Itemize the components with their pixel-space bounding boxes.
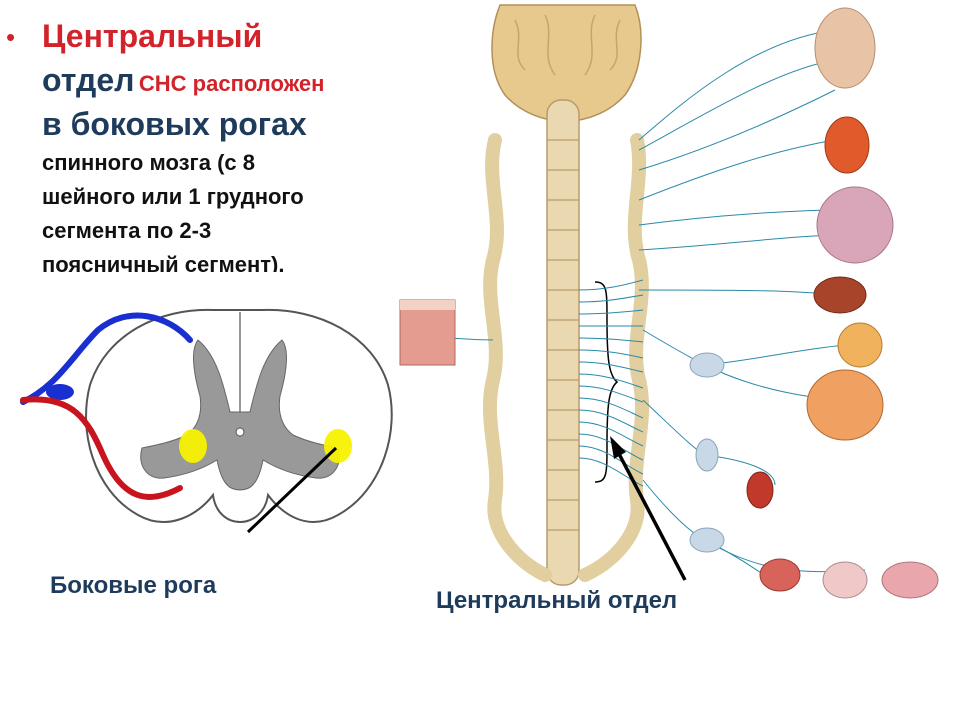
bullet-line-7: поясничный сегмент).	[42, 254, 285, 272]
bullet-line-4: спинного мозга (с 8	[42, 150, 255, 175]
intestine-icon	[806, 369, 884, 441]
head-icon	[814, 7, 876, 89]
celiac-ganglion	[689, 352, 725, 378]
bullet-dot: •	[6, 22, 16, 52]
segment-bracket	[594, 281, 619, 483]
bullet-line-2-red: СНС расположен	[138, 71, 325, 96]
caption-lateral-horns: Боковые рога	[50, 572, 217, 599]
segmental-outflow	[578, 279, 644, 487]
lungs-icon	[816, 186, 894, 264]
stomach-icon	[837, 322, 883, 368]
efferent-nerve-red	[20, 396, 183, 500]
bullet-text: Центральный отдел СНС расположен в боков…	[42, 20, 422, 272]
hypogastric-ganglion	[689, 527, 725, 553]
bullet-line-5: шейного или 1 грудного	[42, 184, 304, 209]
afferent-nerve-blue	[20, 312, 193, 405]
bullet-line-3: в боковых рогах	[42, 106, 307, 142]
caption-central-division: Центральный отдел	[436, 587, 678, 614]
skin-icon	[399, 299, 456, 366]
bullet-line-2-navy: отдел	[42, 62, 135, 98]
spinal-ganglion	[46, 384, 74, 400]
mesenteric-ganglion	[695, 438, 719, 472]
right-lateral-horn	[324, 429, 352, 463]
skin-top	[400, 300, 455, 310]
brain-folds	[514, 14, 621, 76]
arrow-head	[610, 436, 626, 459]
pointer-line	[246, 446, 338, 534]
left-lateral-horn	[179, 429, 207, 463]
bullet-line-1: Центральный	[42, 18, 263, 54]
central-canal	[235, 427, 245, 437]
bladder-icon	[759, 558, 801, 592]
reproductive-organ-icon	[822, 561, 868, 599]
uterus-icon	[881, 561, 939, 599]
vertebra-ticks	[547, 139, 579, 531]
kidney-icon	[746, 471, 774, 509]
liver-icon	[813, 276, 867, 314]
arrow-line	[615, 449, 687, 581]
heart-icon	[824, 116, 870, 174]
spinal-cord-cross-section	[18, 300, 396, 535]
bullet-line-6: сегмента по 2-3	[42, 218, 212, 243]
spinal-cord	[546, 99, 580, 586]
right-sympathetic-chain	[578, 133, 650, 582]
bullet-line-2: отдел СНС расположен	[42, 64, 422, 96]
left-sympathetic-chain	[482, 133, 552, 582]
sympathetic-nervous-system-diagram	[399, 4, 939, 599]
